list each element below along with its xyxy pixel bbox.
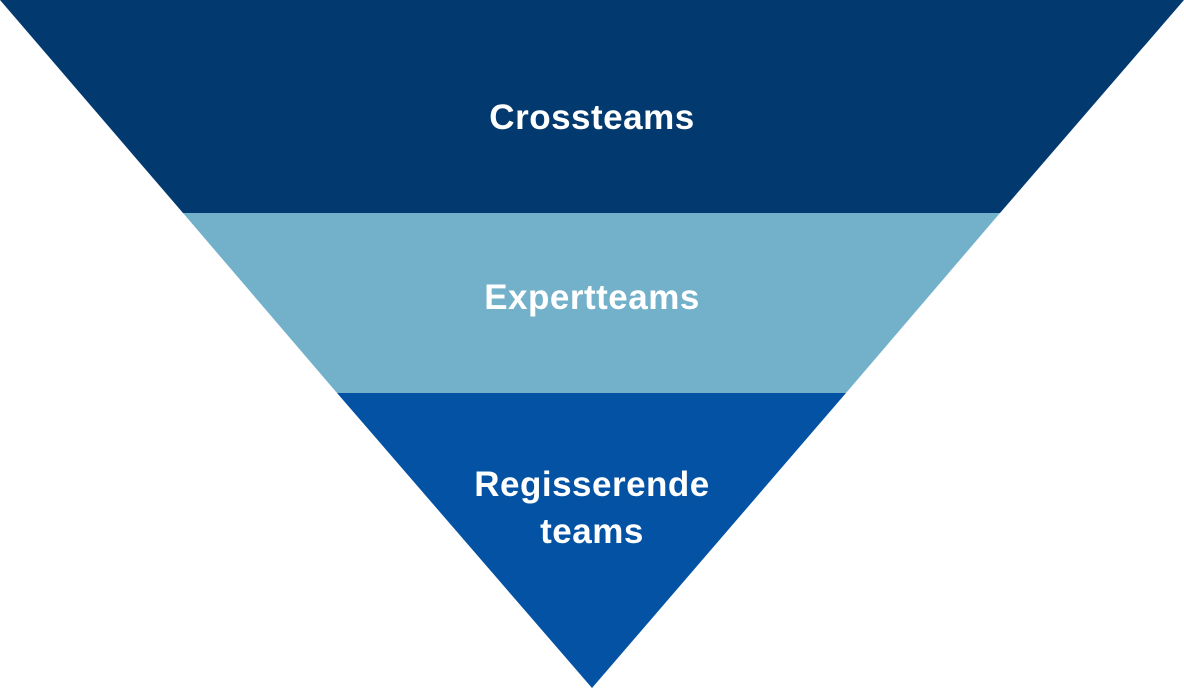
funnel-layer-middle — [183, 213, 1000, 393]
funnel-layer-bottom — [337, 393, 846, 688]
funnel-layer-top — [0, 0, 1184, 213]
layer-label-top: Crossteams — [489, 98, 694, 137]
layer-label-middle: Expertteams — [484, 278, 700, 317]
layer-label-bottom-line1: Regisserende — [474, 465, 710, 504]
layer-label-bottom-line2: teams — [540, 512, 644, 551]
